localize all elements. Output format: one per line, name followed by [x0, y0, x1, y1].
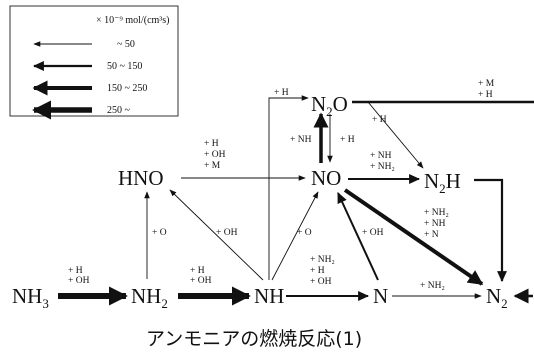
svg-text:+ OH: + OH — [68, 276, 90, 286]
svg-text:+ H: + H — [478, 90, 493, 100]
node-nh2: NH2 — [131, 284, 168, 311]
node-n: N — [373, 284, 388, 308]
svg-text:+ OH: + OH — [204, 150, 226, 160]
node-n2o: N2O — [311, 92, 348, 119]
svg-text:+ M: + M — [478, 79, 495, 89]
node-n2: N2 — [486, 284, 508, 311]
svg-text:+ H: + H — [310, 266, 325, 276]
arrow-n2h-n2 — [474, 178, 507, 283]
svg-text:+ NH: + NH — [370, 151, 392, 161]
label-n-n2: + NH₂ — [420, 281, 445, 291]
svg-text:+ NH: + NH — [290, 135, 312, 145]
svg-text:+ H: + H — [190, 266, 205, 276]
arrow-n-no — [337, 192, 379, 281]
arrow-nh-no — [271, 191, 319, 281]
legend-label-3: 150 ~ 250 — [107, 83, 147, 94]
label-no-n2o: + H — [340, 135, 355, 145]
svg-text:+ H: + H — [340, 135, 355, 145]
svg-text:+ NH: + NH — [424, 219, 446, 229]
arrow-no-n2 — [343, 188, 484, 286]
label-hno-no: + H + OH + M — [204, 139, 226, 171]
node-nh: NH — [254, 284, 284, 308]
svg-text:+ OH: + OH — [216, 228, 238, 238]
node-n2h: N2H — [424, 169, 461, 196]
svg-text:+ NH₂: + NH₂ — [420, 281, 445, 291]
svg-text:+ NH₂: + NH₂ — [424, 208, 449, 218]
label-n2o-n2h: + H — [372, 115, 387, 125]
svg-text:+ O: + O — [152, 228, 167, 238]
legend-label-1: ~ 50 — [117, 39, 135, 50]
svg-text:+ N: + N — [424, 230, 439, 240]
svg-text:+ H: + H — [372, 115, 387, 125]
svg-text:+ H: + H — [68, 266, 83, 276]
svg-text:+ H: + H — [274, 88, 289, 98]
legend: × 10⁻⁹ mol/(cm³s) ~ 50 50 ~ 150 150 ~ 25… — [9, 5, 179, 120]
svg-text:+ M: + M — [204, 161, 221, 171]
arrow-nh-hno — [169, 189, 264, 281]
label-no-n2: + NH₂ + NH + N — [424, 208, 449, 240]
label-nh-hno: + OH — [216, 228, 238, 238]
label-n2o-no: + NH — [290, 135, 312, 145]
node-hno: HNO — [118, 166, 164, 190]
label-nh2-nh: + H + OH — [190, 266, 212, 286]
svg-text:+ NH₂: + NH₂ — [370, 162, 395, 172]
label-nh3-nh2: + H + OH — [68, 266, 90, 286]
label-n2o-n2: + M + H — [478, 79, 495, 100]
caption: アンモニアの燃焼反応(1) — [146, 328, 362, 350]
label-nh-n: + NH₂ + H + OH — [310, 255, 335, 287]
svg-text:+ OH: + OH — [310, 277, 332, 287]
svg-text:+ NH₂: + NH₂ — [310, 255, 335, 265]
legend-label-2: 50 ~ 150 — [107, 61, 142, 72]
label-nh-n2o: + H — [274, 88, 289, 98]
arrow-nh-n2o — [268, 95, 309, 280]
label-no-n2h: + NH + NH₂ — [370, 151, 395, 172]
legend-unit: × 10⁻⁹ mol/(cm³s) — [96, 15, 170, 26]
svg-text:+ O: + O — [297, 228, 312, 238]
label-n-no: + OH — [362, 228, 384, 238]
svg-text:+ H: + H — [204, 139, 219, 149]
node-no: NO — [311, 166, 341, 190]
svg-text:+ OH: + OH — [362, 228, 384, 238]
label-nh2-hno: + O — [152, 228, 167, 238]
legend-label-4: 250 ~ — [107, 105, 131, 116]
label-nh-no: + O — [297, 228, 312, 238]
svg-text:+ OH: + OH — [190, 276, 212, 286]
node-nh3: NH3 — [12, 284, 49, 311]
